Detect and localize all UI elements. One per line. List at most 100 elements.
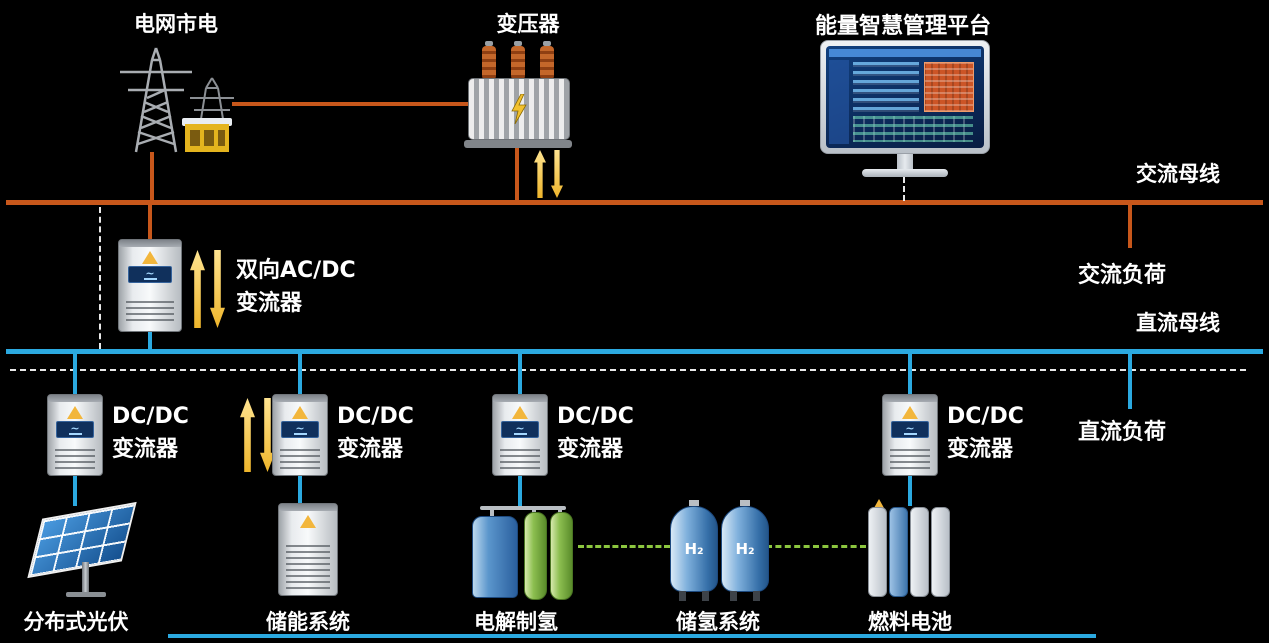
dcbus-storage-converter-link [298,354,302,394]
platform-icon [820,40,990,177]
dcbus-pv-converter-link [73,354,77,394]
dashboard-topbar [829,49,981,57]
bushing-icon [511,41,525,80]
dc-bus-line [6,349,1263,354]
bidirectional-arrows-icon [534,150,563,198]
acdc-converter-label: 双向AC/DC 变流器 [236,254,356,320]
cabinet-top [279,504,337,511]
cabinet-vents [890,449,930,469]
dashboard-heatmap-panel [924,62,974,112]
fuel-cell-label: 燃料电池 [868,610,952,634]
cabinet-top [883,395,937,402]
transformer-body [468,78,570,140]
warning-triangle-icon [67,406,83,419]
warning-triangle-icon [512,406,528,419]
monitor-stand [897,154,913,169]
electrolyzer-label: 电解制氢 [474,610,558,634]
fuel-cell-plate [868,507,887,597]
electrolyzer-h2storage-link [578,545,670,548]
converter-fuelcell-link [908,476,912,506]
electrolyzer-icon [470,498,578,600]
tank-nozzle [740,500,750,506]
gas-cylinder-icon [524,512,547,600]
pv-icon [22,501,137,602]
dcdc-label-line1: DC/DC [557,404,634,429]
battery-storage-icon [278,503,338,596]
converter-storage-link [298,476,302,506]
converter-pv-link [73,476,77,506]
electrolyzer-tank-icon [472,516,518,598]
platform-label: 能量智慧管理平台 [814,14,991,39]
dashboard-screen [826,46,984,148]
bottom-line [168,634,1096,638]
cabinet-vents [286,545,330,589]
transmission-tower-icon [120,47,192,153]
pipe [480,506,566,510]
converter-display: ~ [55,421,95,438]
dcbus-fuelcell-converter-link [908,354,912,394]
grid-label: 电网市电 [134,12,218,36]
ac-bus-line [6,200,1263,205]
platform-comm-link [903,177,905,201]
tank-legs [670,591,718,601]
dcdc-converter-electrolyzer-icon: ~ [492,394,548,476]
dcdc-label-line2: 变流器 [947,437,1014,462]
converter-display: ~ [890,421,930,438]
bidirectional-arrows-icon [190,250,225,328]
dcdc-label-line1: DC/DC [112,404,189,429]
cabinet-top [493,395,547,402]
grid-icon [112,44,240,156]
dashboard-sidebar [829,60,849,144]
lightning-bolt-icon [511,94,527,124]
hydrogen-tank-icon: H₂ [670,500,718,601]
substation-building-icon [182,118,232,152]
transformer-acbus-link [515,148,519,201]
ac-bus-label: 交流母线 [1136,162,1220,186]
dashboard-data-rows [853,116,973,142]
converter-display: ~ [127,266,173,283]
warning-triangle-icon [292,406,308,419]
warning-triangle-icon [142,251,158,264]
dcdc-label-line1: DC/DC [947,404,1024,429]
dcdc-converter-pv-icon: ~ [47,394,103,476]
tank-nozzle [689,500,699,506]
dcdc-label-line1: DC/DC [337,404,414,429]
monitor-base [862,169,948,177]
fuel-cell-plate [931,507,950,597]
cabinet-vents [55,449,95,469]
dcbus-electrolyzer-converter-link [518,354,522,394]
dcdc-label-line2: 变流器 [337,437,404,462]
acdc-label-line2: 变流器 [236,291,303,316]
acdc-label-line1: 双向AC/DC [236,258,356,283]
dc-bus-label: 直流母线 [1136,311,1220,335]
storage-label: 储能系统 [266,610,350,634]
bidirectional-arrows-icon [240,398,275,472]
dc-load-label: 直流负荷 [1078,420,1167,445]
cabinet-vents [280,449,320,469]
bushing-icon [482,41,496,80]
dashboard-data-rows [853,62,919,112]
h2-label: H₂ [735,540,755,558]
ac-load-label: 交流负荷 [1078,263,1167,288]
dc-load-link [1128,354,1132,409]
acdc-dcbus-link [148,332,152,349]
tank-body: H₂ [670,506,718,592]
dcdc-converter-label: DC/DC 变流器 [947,400,1024,466]
pv-base [66,592,106,597]
acdc-converter-icon: ~ [118,239,182,332]
warning-triangle-icon [300,515,316,528]
warning-triangle-icon [874,499,884,508]
warning-triangle-icon [902,406,918,419]
acbus-acdc-link [148,205,152,239]
pv-pole [82,562,89,594]
pipe [490,506,494,518]
monitor-icon [820,40,990,154]
fuel-cell-plate [889,507,908,597]
fuel-cell-plate [910,507,929,597]
tank-legs [721,591,769,601]
converter-display: ~ [280,421,320,438]
transformer-base [464,140,572,148]
cabinet-vents [500,449,540,469]
ac-load-link [1128,205,1132,248]
